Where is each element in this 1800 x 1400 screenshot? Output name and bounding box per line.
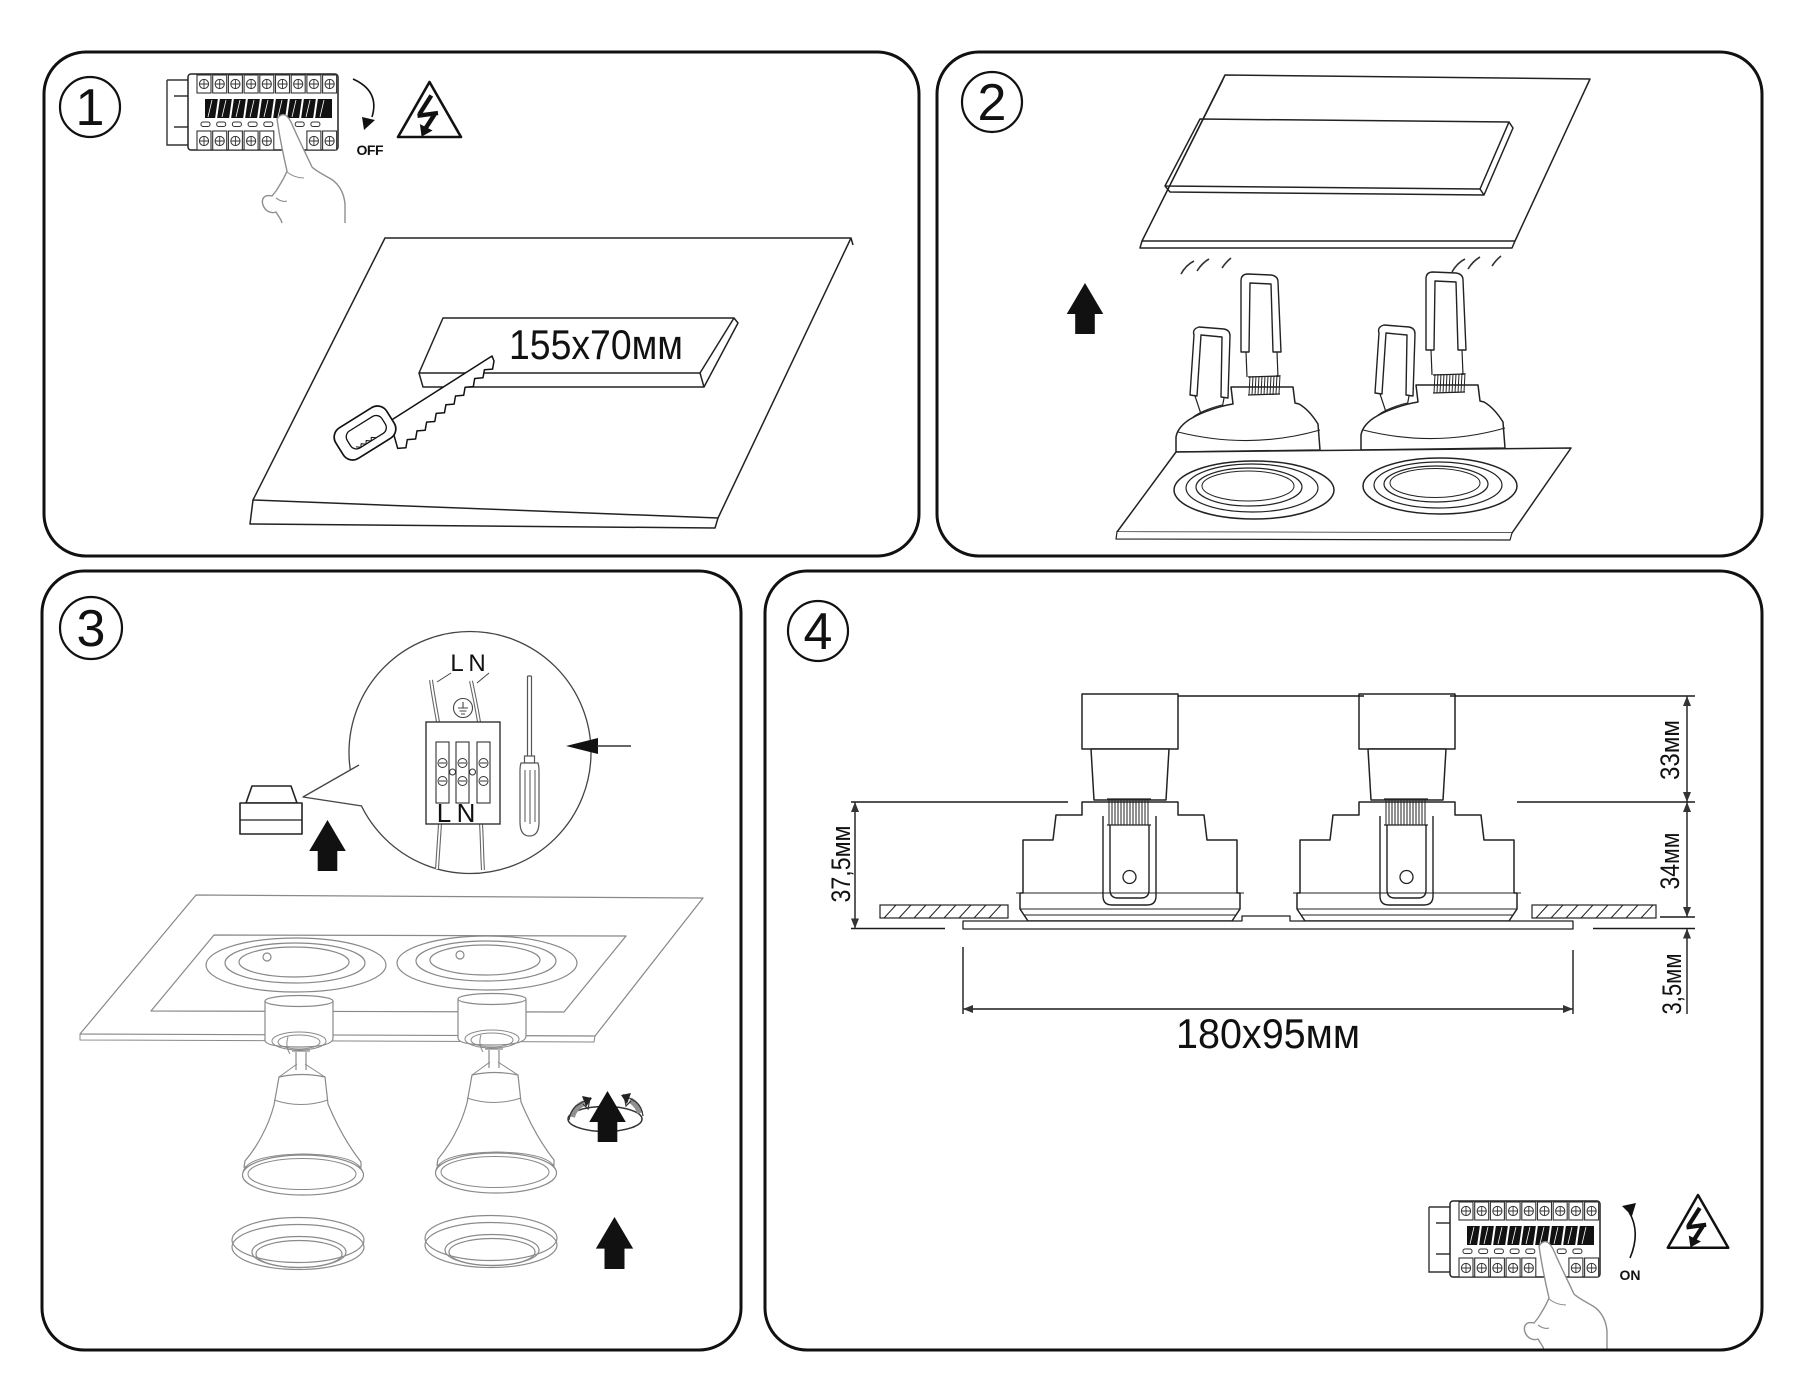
svg-text:3: 3 [77, 600, 106, 658]
svg-text:L: L [450, 650, 463, 677]
svg-text:37,5мм: 37,5мм [826, 826, 856, 903]
svg-text:OFF: OFF [357, 142, 384, 158]
svg-text:34мм: 34мм [1655, 833, 1685, 890]
svg-text:L: L [437, 798, 451, 828]
svg-text:2: 2 [978, 74, 1007, 132]
svg-text:3,5мм: 3,5мм [1657, 954, 1687, 1015]
svg-text:1: 1 [76, 79, 105, 137]
svg-text:180x95мм: 180x95мм [1176, 1010, 1360, 1057]
svg-text:ON: ON [1620, 1267, 1641, 1283]
svg-text:33мм: 33мм [1655, 720, 1685, 780]
svg-text:155x70мм: 155x70мм [509, 321, 683, 368]
svg-text:N: N [457, 798, 476, 828]
svg-text:4: 4 [804, 603, 833, 661]
svg-text:N: N [468, 650, 485, 677]
